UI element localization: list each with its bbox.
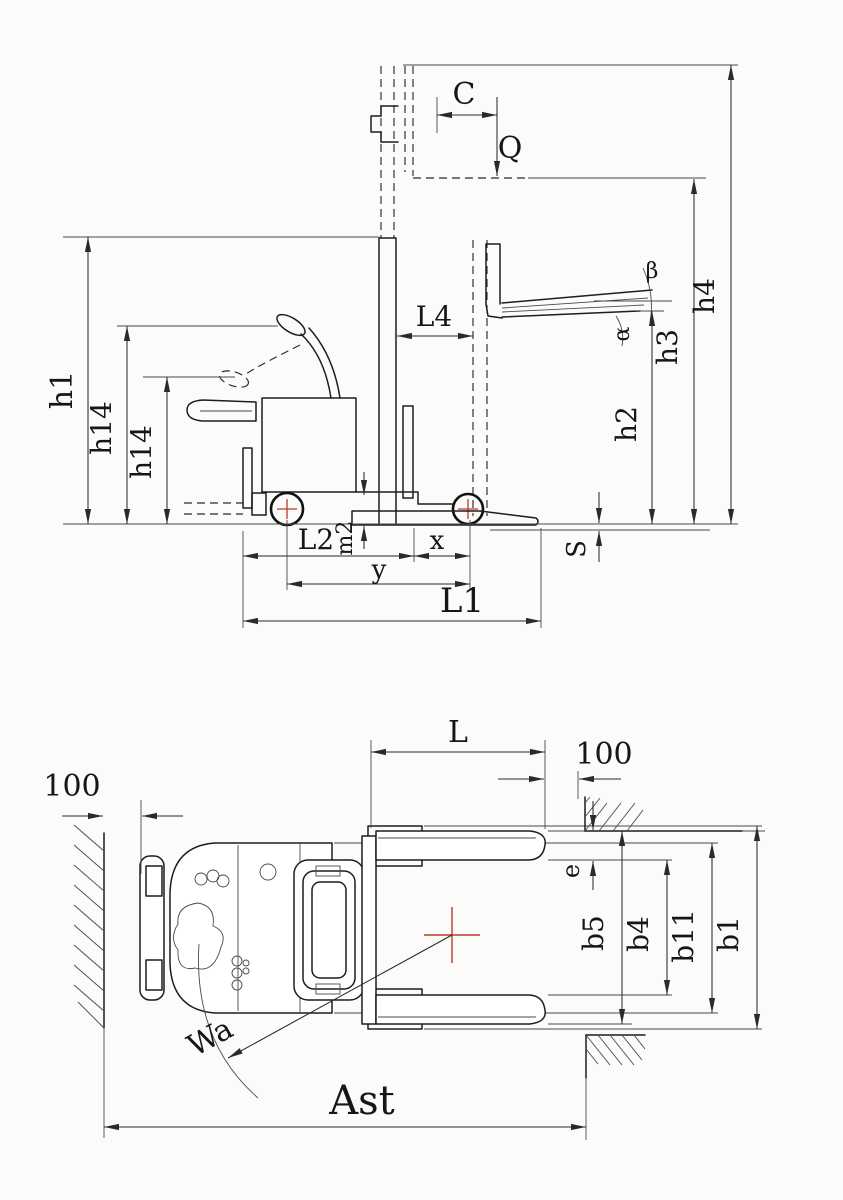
dim-h4: h4 [688,65,735,524]
dim-b11: b11 [667,843,716,1013]
dim-label-l2: L2 [298,523,334,556]
dim-x: x [414,526,470,560]
dim-label-l: L [448,715,468,750]
dim-label-h14-max: h14 [85,401,118,455]
fork-lowered [63,510,738,531]
carriage-plate-plan [361,835,377,1025]
forks-plan [375,830,546,1025]
dim-b1: b1 [712,826,761,1029]
dim-label-b1: b1 [712,916,745,952]
mast-raised-dashed [370,64,738,238]
dim-label-h3: h3 [651,329,684,365]
dim-label-beta: β [646,259,659,284]
dim-label-h1: h1 [45,371,80,409]
tiller-head-plan [139,855,165,1001]
dim-h14-max: h14 [85,325,278,524]
dim-l2: L2 [243,523,414,560]
dim-s: S [562,492,603,562]
chassis-body [184,397,453,516]
dim-c: C [436,77,497,133]
dim-label-l4: L4 [416,300,452,333]
dim-l-fork-length: L [370,715,546,829]
dim-label-x: x [430,526,445,556]
dim-b4: b4 [622,860,671,995]
dim-label-s: S [562,540,592,558]
truck-plan [139,825,546,1030]
right-wall-bottom [585,1034,646,1140]
dim-l1: L1 [243,581,541,625]
tiller-arm [186,313,341,422]
left-wall [73,824,105,1138]
right-wall-top [584,796,743,832]
dim-label-h2: h2 [610,406,643,442]
mast-carriage-plan [293,859,365,1001]
dim-label-e: e [557,864,585,878]
dim-label-ast: Ast [328,1078,395,1124]
dim-100-left: 100 [43,769,183,874]
chassis-details [173,863,277,991]
dim-ast: Ast [104,1078,586,1131]
dim-m2: m2 [333,472,368,556]
dim-label-m2: m2 [333,521,358,556]
side-view: h1 h14 h14 C Q L4 h2 [45,64,738,628]
dim-label-100-left: 100 [43,769,100,804]
dim-l4: L4 [397,300,473,340]
dim-label-y: y [371,555,387,585]
dim-h2: h2 [610,310,664,524]
dim-label-h4: h4 [688,278,721,314]
dim-e: e [557,801,597,890]
dim-label-q: Q [498,131,523,166]
dim-h14-min: h14 [125,376,235,524]
dim-label-alpha: α [610,326,635,341]
dim-b5: b5 [577,831,626,1024]
dim-label-100-right: 100 [575,737,632,772]
wheel-center-marks [277,499,478,519]
dim-100-right: 100 [498,737,633,799]
chassis-plan [169,842,333,1014]
dim-h1: h1 [45,236,379,524]
dim-label-c: C [453,77,476,112]
dim-label-l1: L1 [440,581,484,621]
dim-y: y [287,555,470,588]
dim-label-b5: b5 [577,915,610,951]
dim-label-b11: b11 [667,909,700,963]
mast [378,237,488,525]
fork-raised [485,243,672,347]
dim-h3: h3 [651,179,698,524]
dim-label-b4: b4 [622,916,655,952]
plan-view: Wa L 100 100 e b5 [43,715,765,1140]
dim-label-h14-min: h14 [125,425,158,479]
dim-q-load-arrow: Q [493,97,523,176]
